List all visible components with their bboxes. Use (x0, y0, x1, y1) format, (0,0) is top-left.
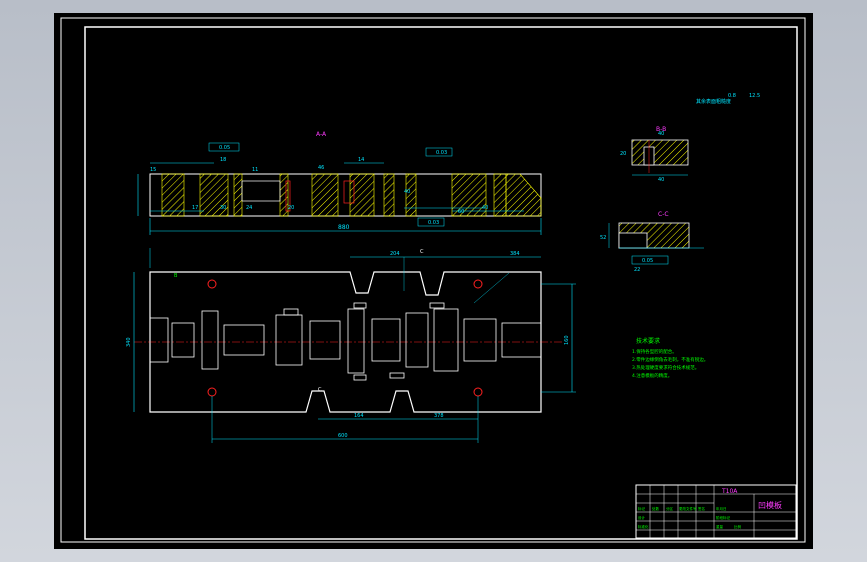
title-block-name: 凹模板 (758, 500, 782, 510)
title-block-sub-5: 比例 (734, 524, 742, 529)
section-c-view: C-C 52 22 0.05 (600, 211, 704, 273)
plan-dim-right: 160 (564, 335, 570, 345)
tech-req-item-2: 2.零件边缘倒角去毛刺，不准有锐边。 (632, 356, 708, 363)
section-a-overall-dim: 880 (338, 224, 350, 231)
title-block-label-3: 分区 (666, 506, 674, 511)
dim-a-9: 24 (246, 205, 252, 211)
dim-b-1: 40 (658, 131, 664, 137)
plan-dim-bottom-1: 164 (354, 413, 364, 419)
dim-a-10: 60 (458, 209, 464, 215)
section-a-view: A-A 880 15 18 11 17 46 14 (137, 131, 542, 235)
tol-a-3: 0.03 (428, 220, 439, 226)
dim-a-6: 14 (358, 157, 364, 163)
tol-a-2: 0.03 (436, 150, 447, 156)
title-block-code: T10A (721, 488, 738, 495)
tech-req-title: 技术要求 (636, 337, 660, 345)
dim-a-1: 15 (150, 167, 156, 173)
tol-a-1: 0.05 (219, 145, 230, 151)
title-block-label-5: 签名 (698, 506, 705, 511)
dim-b-3: 40 (658, 177, 664, 183)
plan-label-c-bottom: C (318, 387, 322, 393)
plan-dim-overall: 600 (338, 433, 348, 439)
drawing-canvas: A-A 880 15 18 11 17 46 14 (60, 17, 806, 543)
dim-c-1: 52 (600, 235, 606, 241)
tech-req-item-1: 1.保持各型腔的配合。 (632, 348, 677, 355)
plan-view: 204 384 164 378 600 160 340 C C B (126, 248, 576, 443)
plan-outline (149, 271, 542, 413)
title-block-sub-3: 阶段标记 (716, 515, 730, 520)
title-block-sub-1: 设计 (638, 515, 646, 520)
dim-a-11: 20 (288, 205, 294, 211)
dim-a-2: 18 (220, 157, 226, 163)
surface-roughness-note: 其余表面粗糙度 0.8 12.5 (696, 93, 760, 105)
dim-b-2: 20 (620, 151, 626, 157)
dim-a-4: 17 (192, 205, 198, 211)
tech-req-item-3: 3.热处理硬度要求符合技术规范。 (632, 364, 699, 371)
plan-dim-bottom-2: 378 (434, 413, 444, 419)
title-block-sub-4: 重量 (716, 524, 724, 529)
dim-a-12: 40 (482, 205, 488, 211)
inner-frame (84, 26, 798, 540)
plan-dim-left: 340 (126, 337, 132, 347)
plan-dim-top-2: 384 (510, 251, 520, 257)
plan-label-c-top: C (420, 249, 424, 255)
dim-c-2: 22 (634, 267, 640, 273)
title-block-label-4: 更改文件号 (679, 506, 697, 511)
surface-note-text: 其余表面粗糙度 (696, 98, 731, 105)
tech-req-item-4: 4.注意模板的精度。 (632, 372, 672, 379)
dim-a-7: 30 (220, 205, 226, 211)
dim-a-8: 40 (404, 189, 410, 195)
section-b-view: B-B 40 20 40 (620, 126, 689, 183)
section-b-title: B-B (656, 126, 666, 133)
plan-dim-top-1: 204 (390, 251, 400, 257)
cad-viewport[interactable]: A-A 880 15 18 11 17 46 14 (54, 13, 813, 549)
title-block-sub-2: 标准化 (638, 524, 649, 529)
section-c-title: C-C (658, 211, 669, 218)
title-block-label-1: 标记 (638, 506, 646, 511)
dim-a-3: 11 (252, 167, 258, 173)
title-block: T10A 凹模板 标记 处数 分区 更改文件号 签名 年月日 设计 标准化 阶段… (635, 484, 797, 539)
surface-note-value-1: 0.8 (728, 93, 736, 99)
surface-note-value-2: 12.5 (749, 93, 760, 99)
dim-c-3: 0.05 (642, 258, 653, 264)
dim-a-5: 46 (318, 165, 324, 171)
section-a-title: A-A (316, 131, 327, 138)
title-block-label-6: 年月日 (716, 506, 727, 511)
outer-frame (60, 17, 806, 543)
plan-label-b: B (174, 273, 178, 279)
technical-requirements: 技术要求 1.保持各型腔的配合。 2.零件边缘倒角去毛刺，不准有锐边。 3.热处… (632, 337, 708, 379)
section-a-outline (149, 173, 542, 217)
title-block-label-2: 处数 (652, 506, 660, 511)
